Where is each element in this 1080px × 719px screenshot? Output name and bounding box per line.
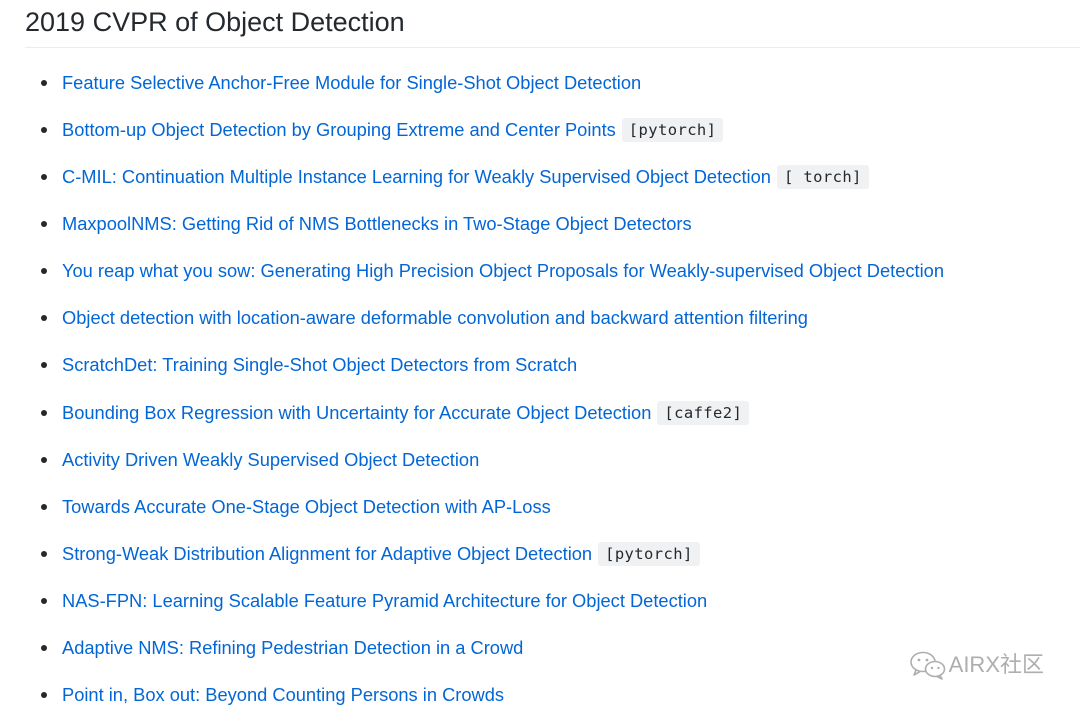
list-item: Activity Driven Weakly Supervised Object… — [0, 436, 1080, 483]
paper-link[interactable]: ScratchDet: Training Single-Shot Object … — [62, 354, 578, 376]
list-item: NAS-FPN: Learning Scalable Feature Pyram… — [0, 578, 1080, 625]
code-tag: [pytorch] — [598, 541, 700, 566]
bullet-icon — [41, 126, 47, 133]
code-tag: [pytorch] — [621, 117, 724, 142]
paper-link[interactable]: NAS-FPN: Learning Scalable Feature Pyram… — [62, 590, 708, 612]
list-item: Bottom-up Object Detection by Grouping E… — [0, 106, 1080, 153]
bullet-icon — [41, 220, 47, 227]
bullet-icon — [41, 598, 47, 605]
bullet-icon — [41, 315, 47, 322]
list-item: Strong-Weak Distribution Alignment for A… — [0, 530, 1080, 577]
watermark-text: AIRX社区 — [948, 652, 1044, 677]
paper-link[interactable]: Object detection with location-aware def… — [62, 307, 808, 329]
code-tag: [caffe2] — [657, 400, 750, 425]
paper-link[interactable]: Activity Driven Weakly Supervised Object… — [62, 448, 480, 470]
paper-link[interactable]: Bounding Box Regression with Uncertainty… — [62, 401, 652, 423]
list-item: Object detection with location-aware def… — [0, 295, 1080, 342]
page-title: 2019 CVPR of Object Detection — [25, 7, 405, 37]
bullet-icon — [41, 503, 47, 510]
list-item: Towards Accurate One-Stage Object Detect… — [0, 483, 1080, 530]
paper-link[interactable]: Towards Accurate One-Stage Object Detect… — [62, 495, 551, 517]
paper-link[interactable]: Adaptive NMS: Refining Pedestrian Detect… — [62, 637, 524, 659]
wechat-icon — [909, 651, 945, 680]
watermark: AIRX社区 — [909, 650, 1044, 680]
paper-list: Feature Selective Anchor-Free Module for… — [0, 59, 1080, 719]
page-heading: 2019 CVPR of Object Detection — [25, 4, 1080, 48]
list-item: You reap what you sow: Generating High P… — [0, 248, 1080, 295]
paper-link[interactable]: Strong-Weak Distribution Alignment for A… — [62, 542, 593, 564]
bullet-icon — [41, 456, 47, 463]
list-item: Point in, Box out: Beyond Counting Perso… — [0, 672, 1080, 719]
paper-link[interactable]: Feature Selective Anchor-Free Module for… — [62, 71, 642, 93]
list-item: Feature Selective Anchor-Free Module for… — [0, 59, 1080, 106]
bullet-icon — [41, 645, 47, 652]
bullet-icon — [41, 409, 47, 416]
list-item: MaxpoolNMS: Getting Rid of NMS Bottlenec… — [0, 200, 1080, 247]
bullet-icon — [41, 173, 47, 180]
list-item: ScratchDet: Training Single-Shot Object … — [0, 342, 1080, 389]
paper-link[interactable]: MaxpoolNMS: Getting Rid of NMS Bottlenec… — [62, 212, 692, 234]
code-tag: [ torch] — [776, 164, 869, 189]
paper-link[interactable]: Bottom-up Object Detection by Grouping E… — [62, 118, 616, 140]
paper-link[interactable]: C-MIL: Continuation Multiple Instance Le… — [62, 165, 771, 187]
bullet-icon — [41, 362, 47, 369]
bullet-icon — [41, 692, 47, 699]
bullet-icon — [41, 550, 47, 557]
bullet-icon — [41, 268, 47, 275]
paper-link[interactable]: Point in, Box out: Beyond Counting Perso… — [62, 684, 505, 706]
bullet-icon — [41, 79, 47, 86]
list-item: Bounding Box Regression with Uncertainty… — [0, 389, 1080, 436]
list-item: Adaptive NMS: Refining Pedestrian Detect… — [0, 625, 1080, 672]
paper-link[interactable]: You reap what you sow: Generating High P… — [62, 260, 945, 282]
list-item: C-MIL: Continuation Multiple Instance Le… — [0, 153, 1080, 200]
